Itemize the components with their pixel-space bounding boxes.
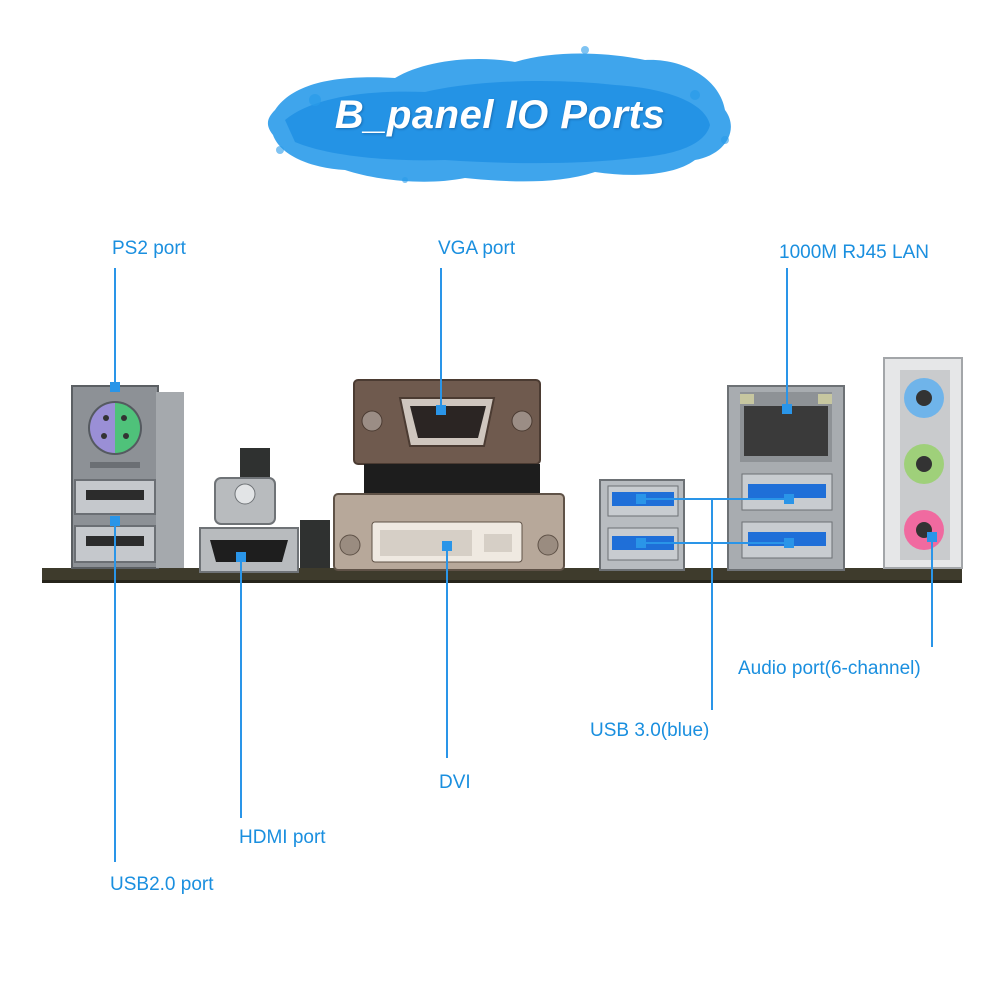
hdmi-block bbox=[199, 448, 330, 573]
usb2-leader bbox=[114, 520, 116, 862]
hdmi-marker bbox=[236, 552, 246, 562]
audio-marker bbox=[927, 532, 937, 542]
lan-marker bbox=[782, 404, 792, 414]
label-rj45-lan: 1000M RJ45 LAN bbox=[779, 242, 929, 263]
lan-leader bbox=[786, 268, 788, 410]
usb3-marker bbox=[636, 538, 646, 548]
usb3-leader-bottom bbox=[640, 542, 794, 544]
label-dvi: DVI bbox=[439, 772, 471, 793]
label-vga-port: VGA port bbox=[438, 238, 516, 259]
ps2-usb2-block bbox=[71, 385, 184, 569]
label-hdmi-port: HDMI port bbox=[239, 827, 326, 848]
title-banner: B_panel IO Ports bbox=[255, 40, 745, 200]
dvi-marker bbox=[442, 541, 452, 551]
label-usb2-port: USB2.0 port bbox=[110, 874, 214, 895]
vga-leader bbox=[440, 268, 442, 413]
usb3-marker bbox=[636, 494, 646, 504]
label-usb3-port: USB 3.0(blue) bbox=[590, 720, 710, 741]
brush-stroke-background bbox=[267, 46, 731, 183]
diagram-title: B_panel IO Ports bbox=[334, 93, 666, 137]
ps2-leader bbox=[114, 268, 116, 390]
ps2-marker bbox=[110, 382, 120, 392]
usb2-marker bbox=[110, 516, 120, 526]
ps2-green-half bbox=[115, 403, 140, 453]
ps2-purple-half bbox=[90, 403, 115, 453]
usb3-marker bbox=[784, 538, 794, 548]
vga-dvi-block bbox=[333, 379, 565, 571]
usb3-marker bbox=[784, 494, 794, 504]
usb3-leader-stem bbox=[711, 498, 713, 710]
dvi-leader bbox=[446, 545, 448, 758]
vga-marker bbox=[436, 405, 446, 415]
audio-leader bbox=[931, 537, 933, 647]
hdmi-leader bbox=[240, 556, 242, 818]
label-audio-port: Audio port(6-channel) bbox=[738, 658, 921, 679]
label-ps2-port: PS2 port bbox=[112, 238, 186, 259]
usb3-leader-top bbox=[640, 498, 794, 500]
audio-block bbox=[883, 357, 963, 569]
